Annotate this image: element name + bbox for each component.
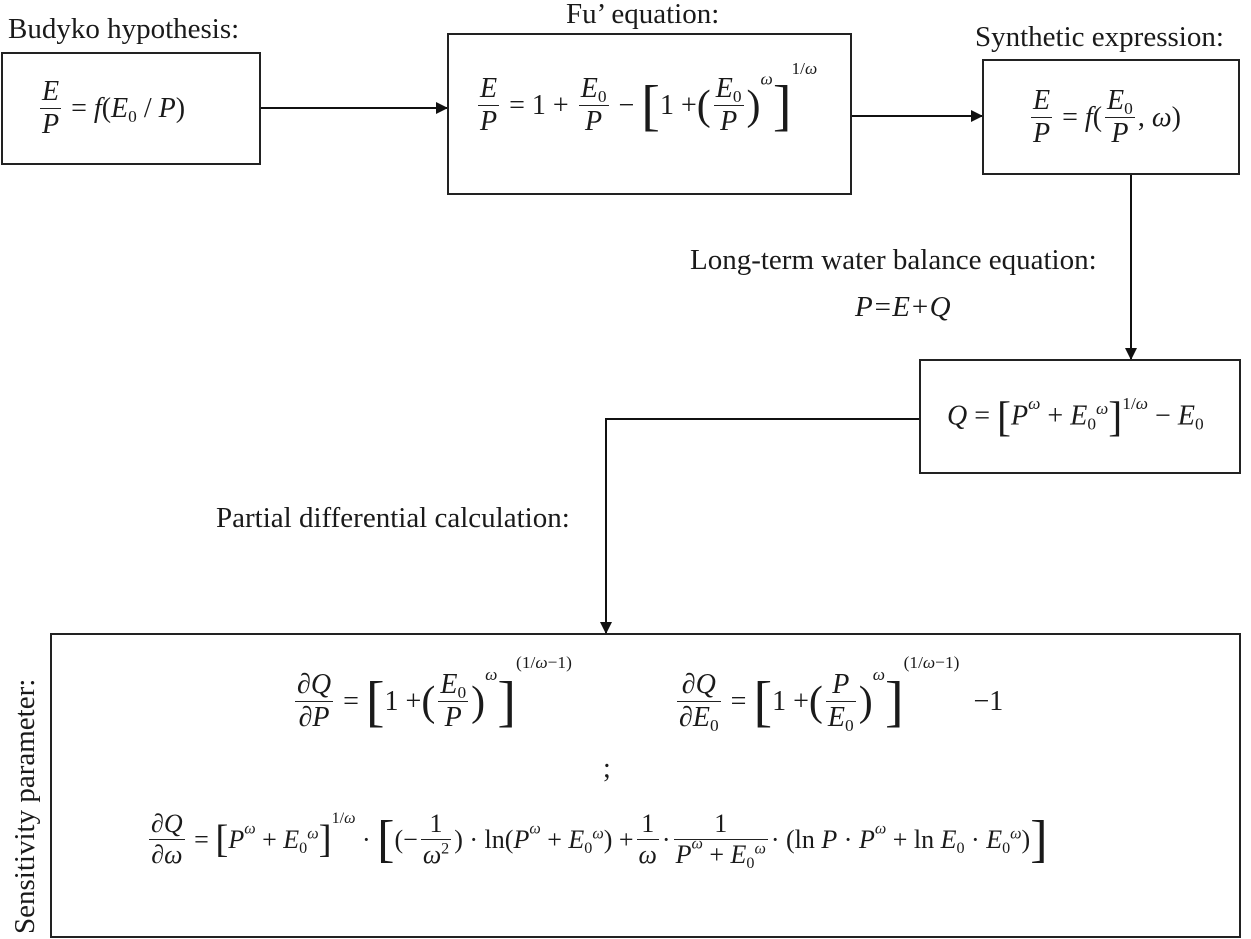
runoff-equation: Q = [Pω + E0ω]1/ω − E0 xyxy=(947,393,1204,441)
runoff-equation-box: Q = [Pω + E0ω]1/ω − E0 xyxy=(919,359,1241,474)
arrow-q-to-sensitivity xyxy=(600,418,919,634)
sensitivity-parameter-label: Sensitivity parameter: xyxy=(9,678,41,934)
water-balance-label: Long-term water balance equation: xyxy=(690,244,1097,276)
equation-separator: ; xyxy=(603,753,611,784)
synthetic-expression-label: Synthetic expression: xyxy=(975,21,1224,53)
fu-equation-label: Fu’ equation: xyxy=(566,0,720,30)
budyko-hypothesis-label: Budyko hypothesis: xyxy=(8,13,240,45)
water-balance-equation: P=E+Q xyxy=(855,291,951,323)
partial-differential-label: Partial differential calculation: xyxy=(216,502,570,534)
